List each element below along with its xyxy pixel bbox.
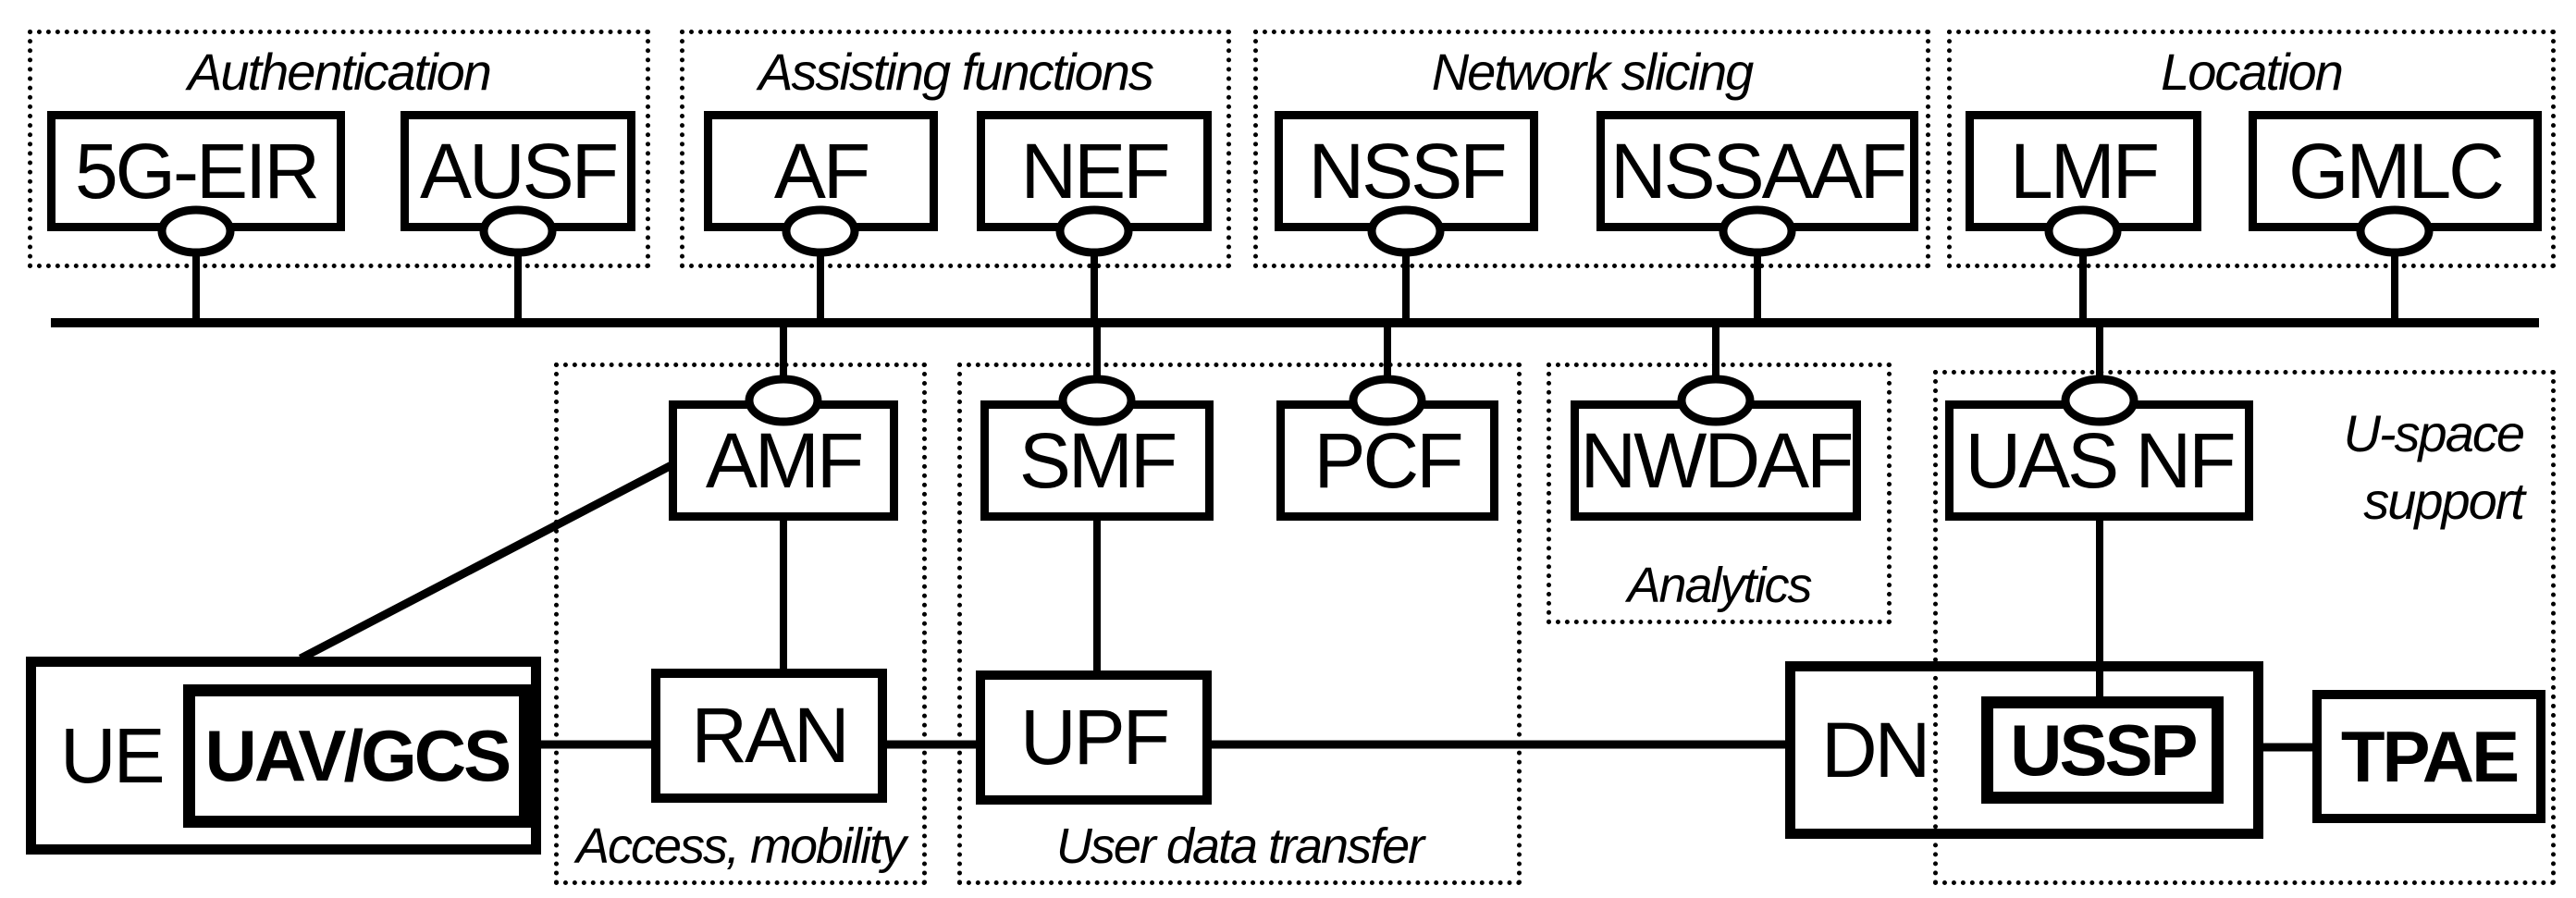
node-nssf-label: NSSF xyxy=(1308,127,1507,215)
node-amf: AMF xyxy=(669,400,898,521)
group-label-location: Location xyxy=(2161,43,2344,101)
node-dn-label: DN xyxy=(1821,706,1930,793)
node-nssf: NSSF xyxy=(1275,111,1538,231)
group-label-user-data-transfer: User data transfer xyxy=(1055,818,1424,874)
node-smf: SMF xyxy=(980,400,1214,521)
node-nssaaf-label: NSSAAF xyxy=(1609,127,1907,215)
group-label-assisting-functions: Assisting functions xyxy=(758,43,1154,101)
node-5g-eir: 5G-EIR xyxy=(47,111,345,231)
node-lmf: LMF xyxy=(1966,111,2201,231)
node-ue-label: UE xyxy=(60,711,166,799)
group-assisting-functions: Assisting functions xyxy=(680,30,1231,268)
node-amf-label: AMF xyxy=(705,416,864,504)
group-label-analytics: Analytics xyxy=(1627,558,1812,613)
node-tpae: TPAE xyxy=(2312,690,2545,823)
node-smf-label: SMF xyxy=(1018,416,1177,504)
node-af-label: AF xyxy=(773,127,870,215)
node-nef: NEF xyxy=(977,111,1212,231)
group-authentication: Authentication xyxy=(28,30,650,268)
group-u-space-support: U-space support xyxy=(1933,370,2556,885)
u-space-label-line1: U-space xyxy=(2343,404,2525,462)
node-nwdaf: NWDAF xyxy=(1571,400,1861,521)
node-ran: RAN xyxy=(651,669,887,803)
node-uas-nf-label: UAS NF xyxy=(1965,416,2236,504)
u-space-label-line2: support xyxy=(2363,471,2525,530)
node-gmlc: GMLC xyxy=(2249,111,2542,231)
node-af: AF xyxy=(704,111,938,231)
node-uav-gcs: UAV/GCS xyxy=(182,683,531,828)
node-ue: UE UAV/GCS xyxy=(26,657,541,855)
node-gmlc-label: GMLC xyxy=(2288,127,2505,215)
group-user-data-transfer: User data transfer xyxy=(957,363,1522,885)
node-upf-label: UPF xyxy=(1020,694,1170,781)
group-access-mobility: Access, mobility xyxy=(554,363,927,885)
node-pcf-label: PCF xyxy=(1313,416,1464,504)
node-pcf: PCF xyxy=(1276,400,1498,521)
node-dn: DN USSP xyxy=(1785,661,2263,839)
node-uas-nf: UAS NF xyxy=(1945,400,2253,521)
group-location: Location xyxy=(1947,30,2556,268)
node-tpae-label: TPAE xyxy=(2340,715,2520,797)
node-nef-label: NEF xyxy=(1020,127,1171,215)
group-label-access-mobility: Access, mobility xyxy=(575,818,906,874)
node-ussp: USSP xyxy=(1981,696,2225,804)
node-nwdaf-label: NWDAF xyxy=(1580,416,1855,504)
node-uav-gcs-label: UAV/GCS xyxy=(204,714,512,796)
node-upf: UPF xyxy=(976,670,1212,805)
group-label-u-space-support: U-space support xyxy=(2343,400,2525,535)
node-ausf-label: AUSF xyxy=(419,127,619,215)
node-5g-eir-label: 5G-EIR xyxy=(74,127,320,215)
node-ausf: AUSF xyxy=(401,111,635,231)
node-ussp-label: USSP xyxy=(2010,708,2198,791)
node-ran-label: RAN xyxy=(691,692,849,779)
group-network-slicing: Network slicing xyxy=(1253,30,1930,268)
group-label-authentication: Authentication xyxy=(188,43,492,101)
node-lmf-label: LMF xyxy=(2010,127,2160,215)
node-nssaaf: NSSAAF xyxy=(1596,111,1918,231)
group-label-network-slicing: Network slicing xyxy=(1431,43,1755,101)
